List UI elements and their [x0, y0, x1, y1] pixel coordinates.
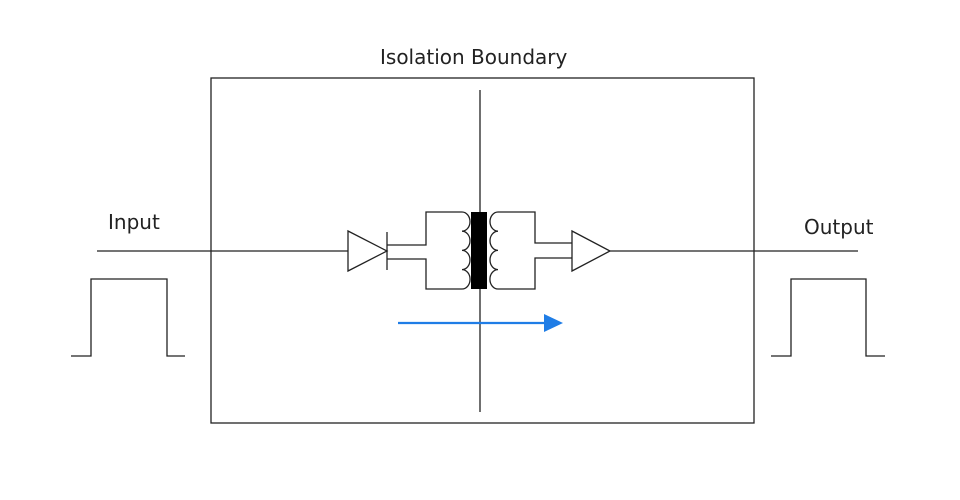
secondary-lead-bottom	[498, 257, 572, 290]
input-driver-triangle	[347, 229, 389, 273]
primary-lead-bottom	[387, 258, 462, 290]
secondary-coil	[489, 211, 499, 290]
transformer-core	[471, 212, 487, 289]
signal-direction-arrow-head	[544, 314, 563, 332]
secondary-lead-top	[498, 211, 572, 244]
input-label: Input	[108, 210, 160, 234]
isolation-boundary-label: Isolation Boundary	[380, 45, 568, 69]
output-pulse-waveform	[771, 278, 885, 357]
primary-lead-top	[387, 211, 462, 246]
output-receiver-triangle	[571, 229, 612, 273]
output-label: Output	[804, 215, 874, 239]
input-pulse-waveform	[71, 278, 185, 357]
primary-coil	[461, 211, 471, 290]
